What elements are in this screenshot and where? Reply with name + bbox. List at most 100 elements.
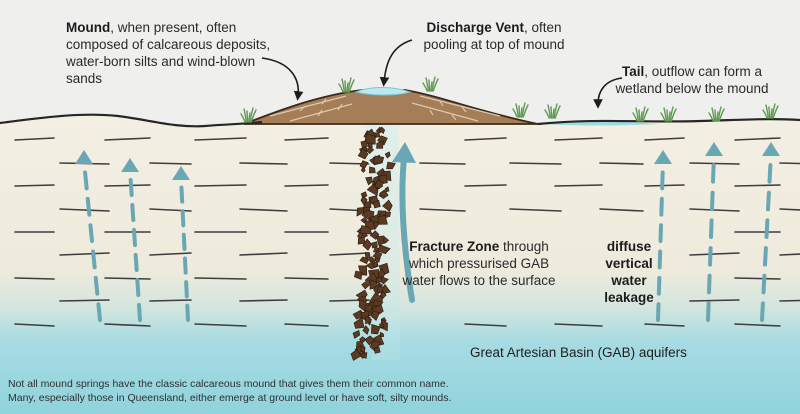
stratum-line xyxy=(14,277,55,280)
stratum-line xyxy=(734,323,781,327)
rock-fragment xyxy=(377,244,391,255)
footnote-line-1: Not all mound springs have the classic c… xyxy=(8,378,449,390)
flow-dash xyxy=(656,302,661,322)
rock-fragment xyxy=(371,241,378,249)
flow-dash xyxy=(761,273,767,295)
rock-fragment xyxy=(369,340,381,352)
rock-fragment xyxy=(370,310,381,321)
upward-flow-arrow-icon xyxy=(75,142,780,322)
rock-fragment xyxy=(354,270,363,280)
flow-dash xyxy=(132,228,137,247)
vent-water-glow xyxy=(362,90,400,360)
rock-fragment xyxy=(372,155,385,164)
rock-fragment xyxy=(365,316,371,325)
rock-fragment xyxy=(352,329,361,339)
rock-fragment xyxy=(360,166,366,173)
stratum-line xyxy=(329,252,370,256)
gab-aquifer-label: Great Artesian Basin (GAB) aquifers xyxy=(470,345,687,360)
stratum-line xyxy=(509,162,562,165)
rock-fragment xyxy=(373,132,381,138)
stratum-line xyxy=(194,323,247,327)
rock-fragment xyxy=(372,251,383,260)
rock-fragment xyxy=(357,236,366,245)
flow-dash xyxy=(707,273,712,295)
stratum-line xyxy=(779,253,800,256)
flow-dash xyxy=(711,163,716,184)
rock-fragment xyxy=(374,257,381,263)
stratum-line xyxy=(689,252,740,256)
rock-fragment xyxy=(377,135,388,146)
stratum-line xyxy=(779,299,800,302)
rock-fragment xyxy=(371,324,381,335)
stratum-line xyxy=(464,323,507,327)
upward-flow-arrow-icon xyxy=(121,158,139,172)
grass-tuft-icon xyxy=(422,76,439,92)
vent-pool xyxy=(354,87,412,96)
flow-dash xyxy=(128,178,134,197)
stratum-line xyxy=(284,184,329,187)
stratum-line xyxy=(644,137,685,141)
flow-dash xyxy=(184,280,189,299)
stratum-line xyxy=(554,184,603,187)
mound-label-text: , when present, often composed of calcar… xyxy=(66,20,271,86)
stratum-line xyxy=(599,208,644,212)
stratum-line xyxy=(464,137,507,141)
grass-tuft-icon xyxy=(632,106,649,122)
rock-fragment xyxy=(365,176,373,186)
rock-fragment xyxy=(376,286,384,294)
curved-pointer-arrow-icon xyxy=(593,77,623,109)
flow-dash xyxy=(130,203,136,222)
rock-fragment xyxy=(378,322,385,328)
flow-dash xyxy=(766,190,771,212)
stratum-line xyxy=(149,162,192,165)
flow-dash xyxy=(179,185,185,204)
ground-layer xyxy=(0,114,800,414)
stratum-line xyxy=(239,208,288,212)
stratum-line xyxy=(149,299,192,302)
rock-fragment xyxy=(350,349,362,361)
rock-fragment xyxy=(386,161,396,170)
grass-tuft-icon xyxy=(240,76,779,123)
rock-fragment xyxy=(375,275,382,285)
rock-fragment xyxy=(384,151,391,159)
rock-fragment xyxy=(382,199,393,212)
stratum-line xyxy=(59,252,110,256)
flow-dash xyxy=(88,223,94,243)
stratum-line xyxy=(59,299,110,302)
flow-dash xyxy=(763,246,768,267)
stratum-line xyxy=(14,137,55,141)
flow-dash xyxy=(660,170,665,191)
stratum-line xyxy=(284,137,329,141)
stratum-line xyxy=(239,299,288,302)
stratum-line xyxy=(779,162,800,165)
rock-fragment xyxy=(353,316,365,329)
flow-dash xyxy=(767,163,773,184)
rock-fragment xyxy=(379,189,389,200)
flow-dash xyxy=(91,249,97,270)
stratum-line xyxy=(419,208,466,212)
flow-dash xyxy=(658,223,663,243)
diffuse-leakage-label: diffuse vertical water leakage xyxy=(604,239,654,305)
flow-dash xyxy=(93,275,100,296)
rock-fragment xyxy=(371,303,384,315)
fracture-zone-fragments xyxy=(350,126,396,361)
fracture-zone-title: Fracture Zone xyxy=(409,239,500,254)
upward-flow-arrow-icon xyxy=(762,142,780,156)
upward-flow-arrow-icon xyxy=(75,150,93,164)
discharge-vent-title: Discharge Vent xyxy=(426,20,524,35)
rock-fragment xyxy=(378,126,386,134)
rock-fragment xyxy=(374,346,381,354)
stratum-line xyxy=(194,184,247,187)
rock-fragment xyxy=(364,252,371,259)
stratum-line xyxy=(104,137,151,141)
mound-label-title: Mound xyxy=(66,20,111,35)
tail-label-title: Tail xyxy=(621,64,645,79)
footnote: Not all mound springs have the classic c… xyxy=(8,377,708,405)
upward-flow-arrow-icon xyxy=(705,142,723,156)
flow-dash xyxy=(180,209,186,228)
fracture-zone-text: through which pressurised GAB water flow… xyxy=(402,239,556,288)
stratum-line xyxy=(599,162,644,165)
stratum-line xyxy=(14,184,55,187)
